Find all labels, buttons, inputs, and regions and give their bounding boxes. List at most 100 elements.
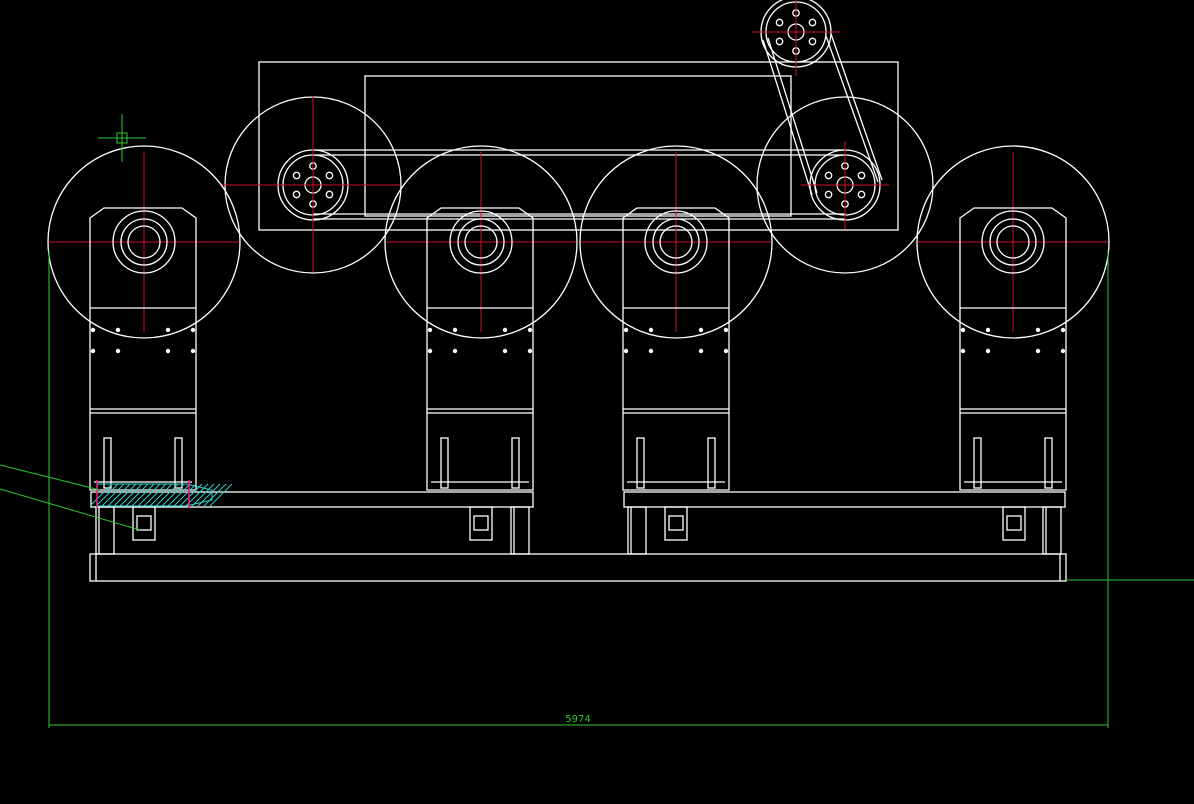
- pulley-right-bolt-hole[interactable]: [824, 190, 833, 199]
- base-beam[interactable]: [89, 553, 1067, 582]
- leg-2[interactable]: [510, 506, 530, 555]
- upper-rail-left[interactable]: [90, 491, 534, 508]
- stand-4-bearing-inner[interactable]: [996, 225, 1030, 259]
- pulley-left-bolt-hole[interactable]: [325, 171, 334, 180]
- leg-3[interactable]: [627, 506, 647, 555]
- stand-2-bolt-dot[interactable]: [502, 327, 508, 333]
- stand-4-post[interactable]: [973, 437, 982, 489]
- stand-3-bolt-dot[interactable]: [723, 327, 729, 333]
- bolt-block-4-head[interactable]: [1006, 515, 1022, 531]
- bolt-block-2[interactable]: [469, 506, 493, 541]
- stand-1-bolt-dot[interactable]: [165, 327, 171, 333]
- stand-4-bolt-dot[interactable]: [1035, 327, 1041, 333]
- roller-stands[interactable]: [89, 207, 1067, 491]
- stand-2-bolt-dot[interactable]: [427, 327, 433, 333]
- stand-2-post[interactable]: [511, 437, 520, 489]
- roller-1-disc[interactable]: [47, 145, 241, 339]
- pulley-right-bolt-hole[interactable]: [857, 190, 866, 199]
- drive-belts[interactable]: [313, 33, 883, 220]
- stand-3-bolt-dot[interactable]: [698, 348, 704, 354]
- pulley-left-bolt-hole[interactable]: [292, 171, 301, 180]
- pulley-left-bolt-hole[interactable]: [292, 190, 301, 199]
- stand-4-bolt-dot[interactable]: [985, 348, 991, 354]
- bolt-block-2-head[interactable]: [473, 515, 489, 531]
- stand-2-post[interactable]: [440, 437, 449, 489]
- bolt-block-1-head[interactable]: [136, 515, 152, 531]
- support-legs[interactable]: [95, 506, 1062, 555]
- stand-1-post[interactable]: [103, 437, 112, 489]
- stand-1-bearing-inner[interactable]: [127, 225, 161, 259]
- frame-plate-outer[interactable]: [258, 61, 899, 231]
- upper-rail-right[interactable]: [623, 491, 1066, 508]
- stand-1-post[interactable]: [174, 437, 183, 489]
- stand-2-bearing-inner[interactable]: [464, 225, 498, 259]
- stand-3-body[interactable]: [622, 207, 730, 491]
- pulley-right-bolt-hole[interactable]: [824, 171, 833, 180]
- stand-2-bearing-outer[interactable]: [449, 210, 513, 274]
- pulley-top-bolt-hole[interactable]: [808, 18, 817, 27]
- pulleys[interactable]: [222, 0, 889, 272]
- stand-3-bearing-inner[interactable]: [659, 225, 693, 259]
- stand-2-bolt-dot[interactable]: [527, 327, 533, 333]
- stand-1-bolt-dot[interactable]: [190, 348, 196, 354]
- stand-1-bolt-dot[interactable]: [115, 327, 121, 333]
- stand-4-bearing-mid[interactable]: [989, 218, 1037, 266]
- leader-lines[interactable]: [0, 464, 141, 531]
- bolt-block-4[interactable]: [1002, 506, 1026, 541]
- stand-3-bearing-outer[interactable]: [644, 210, 708, 274]
- stand-4-bolt-dot[interactable]: [960, 327, 966, 333]
- stand-4-bolt-dot[interactable]: [960, 348, 966, 354]
- bolt-block-3[interactable]: [664, 506, 688, 541]
- pulley-top-bolt-hole[interactable]: [808, 37, 817, 46]
- belt-vertical-right-b[interactable]: [830, 33, 883, 181]
- pulley-top-bolt-hole[interactable]: [775, 18, 784, 27]
- stand-4-bearing-outer[interactable]: [981, 210, 1045, 274]
- stand-4-bolt-dot[interactable]: [1060, 348, 1066, 354]
- stand-1-bolt-dot[interactable]: [115, 348, 121, 354]
- stand-2-bearing-mid[interactable]: [457, 218, 505, 266]
- stand-2-bolt-dot[interactable]: [527, 348, 533, 354]
- stand-1-bolt-dot[interactable]: [165, 348, 171, 354]
- frame-plate-window[interactable]: [364, 75, 792, 217]
- idler-disc-right[interactable]: [756, 96, 934, 274]
- bolt-block-3-head[interactable]: [668, 515, 684, 531]
- leader-line-b[interactable]: [0, 488, 141, 531]
- stand-3-bearing-mid[interactable]: [652, 218, 700, 266]
- base-structure[interactable]: [89, 491, 1067, 582]
- stand-4-bolt-dot[interactable]: [1035, 348, 1041, 354]
- stand-3-bolt-dot[interactable]: [623, 327, 629, 333]
- stand-3-bolt-dot[interactable]: [623, 348, 629, 354]
- stand-1-body[interactable]: [89, 207, 197, 491]
- main-rollers[interactable]: [47, 145, 1110, 339]
- leg-4[interactable]: [1042, 506, 1062, 555]
- pulley-right-bolt-hole[interactable]: [857, 171, 866, 180]
- stand-4-body[interactable]: [959, 207, 1067, 491]
- pulley-top-bolt-hole[interactable]: [775, 37, 784, 46]
- leg-1[interactable]: [95, 506, 115, 555]
- stand-3-post[interactable]: [707, 437, 716, 489]
- bolt-block-1[interactable]: [132, 506, 156, 541]
- roller-3-disc[interactable]: [579, 145, 773, 339]
- stand-3-bolt-dot[interactable]: [648, 348, 654, 354]
- stand-1-bolt-dot[interactable]: [190, 327, 196, 333]
- stand-1-bolt-dot[interactable]: [90, 348, 96, 354]
- stand-4-bolt-dot[interactable]: [985, 327, 991, 333]
- stand-1-bearing-mid[interactable]: [120, 218, 168, 266]
- roller-4-disc[interactable]: [916, 145, 1110, 339]
- overall-width-dimension[interactable]: 5974: [48, 250, 1194, 728]
- belt-vertical-right-a[interactable]: [825, 35, 879, 183]
- belt-vertical-left-b[interactable]: [767, 37, 818, 194]
- roller-2-disc[interactable]: [384, 145, 578, 339]
- stand-2-body[interactable]: [426, 207, 534, 491]
- stand-4-bolt-dot[interactable]: [1060, 327, 1066, 333]
- stand-3-bolt-dot[interactable]: [648, 327, 654, 333]
- stand-3-bolt-dot[interactable]: [723, 348, 729, 354]
- stand-2-bolt-dot[interactable]: [427, 348, 433, 354]
- stand-3-bolt-dot[interactable]: [698, 327, 704, 333]
- stand-2-bolt-dot[interactable]: [452, 327, 458, 333]
- belt-vertical-left-a[interactable]: [762, 39, 813, 196]
- pulley-left-bolt-hole[interactable]: [325, 190, 334, 199]
- stand-1-bolt-dot[interactable]: [90, 327, 96, 333]
- leader-line-a[interactable]: [0, 464, 101, 491]
